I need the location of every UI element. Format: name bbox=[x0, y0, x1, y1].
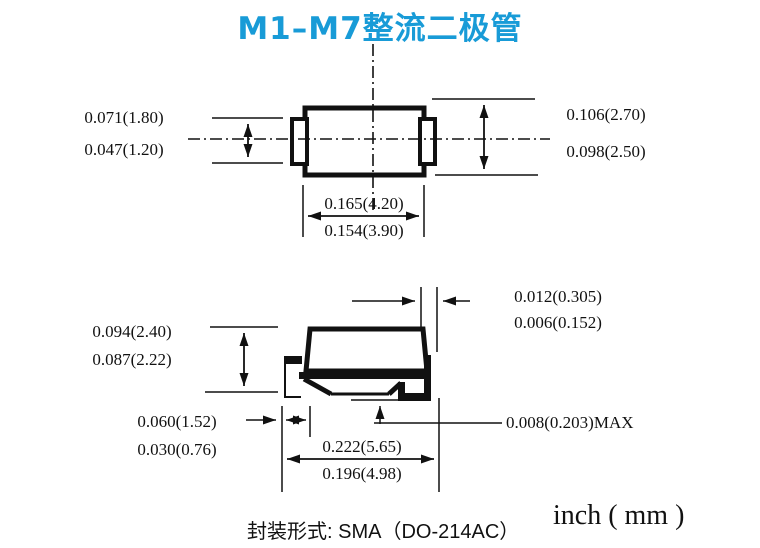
body-outline bbox=[302, 105, 427, 178]
dim-overall-height-lines bbox=[205, 326, 278, 393]
dim-overall-width-label-min: 0.196(4.98) bbox=[322, 464, 402, 483]
dim-value-max: 0.012(0.305) bbox=[514, 287, 602, 306]
dim-body-width-lines bbox=[302, 185, 425, 237]
left-terminal-tab bbox=[290, 117, 309, 166]
left-lead bbox=[284, 356, 302, 364]
dim-value-max: 0.060(1.52) bbox=[137, 412, 217, 431]
dim-overall-width-label-max: 0.222(5.65) bbox=[322, 437, 402, 456]
dim-value-min: 0.087(2.22) bbox=[92, 350, 172, 369]
dim-value-max: 0.071(1.80) bbox=[84, 108, 164, 127]
bottom-chamfer-left bbox=[302, 376, 333, 397]
side-view-drawing bbox=[205, 287, 502, 492]
dim-value-max: 0.106(2.70) bbox=[566, 105, 646, 124]
right-terminal-tab bbox=[418, 117, 437, 166]
body-outline bbox=[303, 326, 430, 374]
dim-standoff-label: 0.008(0.203)MAX bbox=[506, 413, 634, 432]
dim-lead-thickness-lines bbox=[352, 287, 470, 352]
dim-value-min: 0.006(0.152) bbox=[514, 313, 602, 332]
dim-tab-height-label: 0.071(1.80) 0.047(1.20) bbox=[68, 105, 180, 161]
dim-body-height-lines bbox=[432, 98, 538, 176]
dim-overall-width-lines bbox=[287, 398, 440, 492]
dim-value-min: 0.098(2.50) bbox=[566, 142, 646, 161]
page-title: M1–M7整流二极管 bbox=[237, 11, 523, 47]
package-type-label: 封装形式: SMA（DO-214AC） bbox=[247, 521, 520, 543]
lead-flange bbox=[299, 372, 429, 379]
dim-body-height-label: 0.106(2.70) 0.098(2.50) bbox=[550, 101, 662, 163]
dim-overall-height-label: 0.094(2.40) 0.087(2.22) bbox=[76, 321, 188, 369]
dim-value-max: 0.094(2.40) bbox=[92, 322, 172, 341]
dim-body-width-label-max: 0.165(4.20) bbox=[324, 194, 404, 213]
dim-tab-height-lines bbox=[212, 117, 283, 164]
dim-foot-length-label: 0.060(1.52) 0.030(0.76) bbox=[116, 410, 238, 460]
dim-body-width-label-min: 0.154(3.90) bbox=[324, 221, 404, 240]
dim-lead-thickness-label: 0.012(0.305) 0.006(0.152) bbox=[500, 286, 616, 332]
top-view-drawing bbox=[188, 44, 550, 237]
dim-standoff-lines bbox=[351, 399, 502, 424]
right-lead bbox=[398, 355, 431, 401]
units-label: inch ( mm ) bbox=[553, 500, 685, 531]
left-lead-bend bbox=[284, 364, 301, 398]
dim-foot-length-lines bbox=[246, 406, 311, 492]
dim-value-min: 0.047(1.20) bbox=[84, 140, 164, 159]
dim-value-min: 0.030(0.76) bbox=[137, 440, 217, 459]
